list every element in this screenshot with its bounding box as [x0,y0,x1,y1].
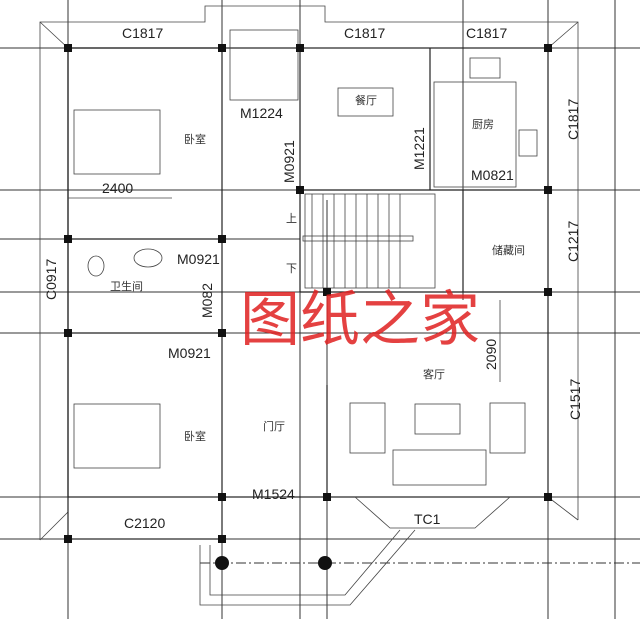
room-label: 卫生间 [110,279,143,293]
stair-up-label: 上 [286,212,297,225]
sofa [392,449,487,486]
bed-bottom [73,403,161,469]
door-label: M1524 [252,486,295,502]
room-label: 储藏间 [492,243,525,257]
toilet [87,255,105,277]
dimension-label: 2400 [102,180,133,196]
window-label: TC1 [414,511,441,527]
room-label: 卧室 [184,429,206,443]
room-labels: 卧室 餐厅 厨房 储藏间 卫生间 客厅 卧室 门厅 上 下 [110,93,525,443]
door-label: M0821 [471,167,514,183]
window-label: C0917 [43,259,59,300]
window-label: C2120 [124,515,165,531]
room-label: 餐厅 [355,93,377,107]
sink [518,129,538,157]
door-label: M0921 [177,251,220,267]
furniture [73,57,538,606]
washbasin [133,248,163,268]
watermark: 图纸之家 [240,285,480,355]
walls [67,29,549,540]
roof-eaves [39,5,579,541]
dimension-label: 2090 [483,339,499,370]
stair-down-label: 下 [286,263,297,275]
window-label: C1817 [466,25,507,41]
staircase[interactable] [302,193,436,289]
coffee-table [414,403,461,435]
room-label: 门厅 [263,419,285,433]
room-label: 客厅 [423,367,445,381]
window-label: C1817 [344,25,385,41]
dining-table [337,87,394,117]
door-label: M1221 [411,127,427,170]
door-labels: M1224 M0921 M1221 M0821 M0921 M082 M0921… [168,105,514,502]
door-label: M1224 [240,105,283,121]
stove [469,57,501,79]
window-label: C1517 [567,379,583,420]
bay-window [354,496,511,529]
door-label: M0921 [168,345,211,361]
structural-columns [64,44,552,570]
window-label: C1217 [565,221,581,262]
armchair-right [489,402,526,454]
window-labels: C1817 C1817 C1817 C1817 C1217 C1517 C091… [43,25,583,531]
bed-top [73,109,161,175]
door-label: M0921 [281,140,297,183]
window-label: C1817 [565,99,581,140]
window-label: C1817 [122,25,163,41]
dimension-labels: 2400 2090 [68,180,501,382]
room-label: 卧室 [184,132,206,146]
armchair-left [349,402,386,454]
door-label: M082 [199,283,215,318]
room-label: 厨房 [472,118,494,131]
